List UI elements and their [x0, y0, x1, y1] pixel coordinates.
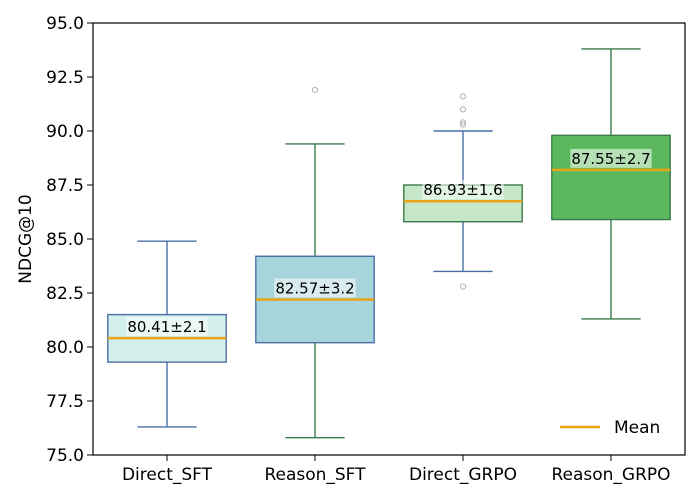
- x-axis: Direct_SFT Reason_SFT Direct_GRPO Reason_GR…: [122, 455, 671, 485]
- y-tick-label: 90.0: [46, 122, 84, 142]
- box-stat-label: 82.57±3.2: [275, 279, 354, 297]
- box-label-background: [422, 180, 504, 200]
- y-tick-label: 75.0: [46, 446, 84, 466]
- legend: Mean: [560, 418, 660, 438]
- y-axis-title: NDCG@10: [16, 194, 36, 283]
- y-tick-label: 87.5: [46, 176, 84, 196]
- box-group-direct-grpo: 86.93±1.6: [403, 93, 523, 290]
- x-tick-label: Direct_GRPO: [409, 465, 517, 485]
- box-label-background: [274, 278, 356, 298]
- box-stat-label: 86.93±1.6: [423, 181, 502, 199]
- box-group-reason-grpo: 87.55±2.7: [551, 48, 671, 320]
- x-tick-label: Reason_GRPO: [551, 465, 670, 485]
- legend-mean-label: Mean: [614, 418, 660, 438]
- x-tick-label: Reason_SFT: [264, 465, 366, 485]
- outlier-point: [459, 283, 467, 290]
- outlier-point: [311, 86, 319, 94]
- plot-content: 80.41±2.1 82.57±3.2 86.93±1.6 87.55±2.7: [107, 48, 671, 439]
- outlier-point: [459, 93, 467, 100]
- box-group-direct-sft: 80.41±2.1: [107, 240, 227, 428]
- outlier-point: [459, 121, 467, 128]
- outlier-point: [459, 119, 467, 126]
- box-label-background: [126, 317, 208, 337]
- y-tick-label: 77.5: [46, 392, 84, 412]
- y-tick-label: 95.0: [46, 14, 84, 34]
- y-tick-label: 92.5: [46, 68, 84, 88]
- x-tick-label: Direct_SFT: [122, 465, 213, 485]
- box: [551, 134, 671, 221]
- y-axis: 75.0 77.5 80.0 82.5 85.0 87.5 90.0 92.5 95.0: [46, 14, 93, 466]
- y-tick-label: 80.0: [46, 338, 84, 358]
- y-tick-label: 82.5: [46, 284, 84, 304]
- box-group-reason-sft: 82.57±3.2: [255, 86, 375, 439]
- plot-frame: [92, 22, 686, 456]
- box-stat-label: 80.41±2.1: [127, 318, 206, 336]
- box-label-background: [570, 148, 652, 168]
- y-tick-label: 85.0: [46, 230, 84, 250]
- outlier-point: [459, 106, 467, 113]
- box-stat-label: 87.55±2.7: [571, 150, 650, 168]
